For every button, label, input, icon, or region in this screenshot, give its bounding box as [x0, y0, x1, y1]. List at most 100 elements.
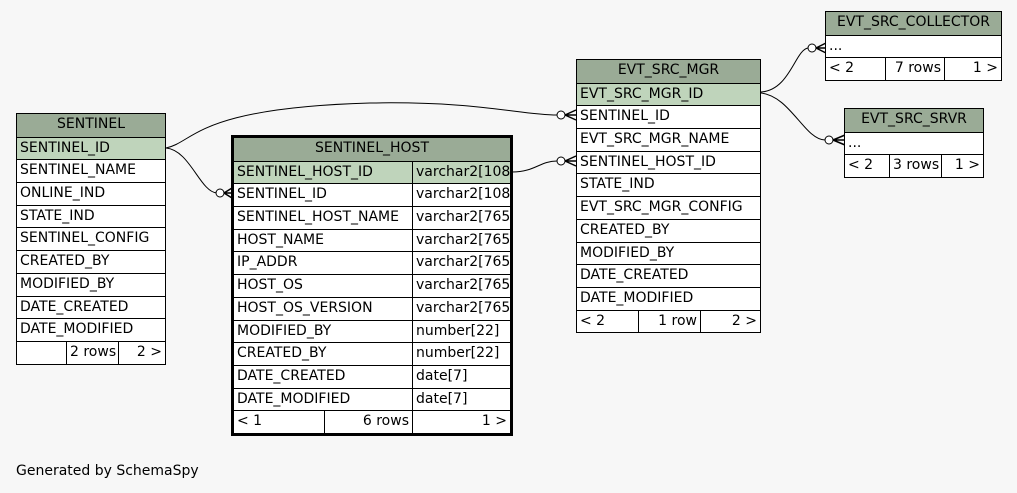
children-count-link[interactable]: 1 >: [941, 155, 983, 178]
primary-key-column-row[interactable]: SENTINEL_ID: [17, 136, 165, 160]
column-name: CREATED_BY: [237, 345, 327, 362]
column-name: DATE_CREATED: [20, 298, 129, 315]
children-count-link[interactable]: 1 >: [944, 58, 1001, 81]
table-header[interactable]: SENTINEL: [17, 114, 165, 137]
column-name: DATE_CREATED: [580, 267, 689, 284]
column-row[interactable]: MODIFIED_BY number[22]: [234, 319, 510, 343]
column-name: EVT_SRC_MGR_ID: [580, 85, 704, 102]
column-name: HOST_OS_VERSION: [237, 299, 373, 316]
column-type: date[7]: [412, 388, 510, 411]
column-name: ONLINE_IND: [20, 185, 106, 202]
table-header[interactable]: EVT_SRC_COLLECTOR: [826, 12, 1001, 35]
parents-count-link[interactable]: < 2: [580, 312, 606, 329]
column-row[interactable]: SENTINEL_ID: [577, 105, 760, 128]
primary-key-column-row[interactable]: SENTINEL_HOST_ID varchar2[108]: [234, 160, 510, 184]
column-name: DATE_MODIFIED: [20, 321, 134, 338]
column-row[interactable]: SENTINEL_NAME: [17, 159, 165, 182]
children-count-link[interactable]: 1 >: [412, 411, 510, 433]
edge-sentinel-host-to-evt-src-mgr: [511, 155, 577, 173]
column-name: SENTINEL_CONFIG: [20, 230, 150, 247]
table-sentinel-host[interactable]: SENTINEL_HOST SENTINEL_HOST_ID varchar2[10…: [231, 135, 513, 436]
table-evt-src-mgr[interactable]: EVT_SRC_MGR EVT_SRC_MGR_ID SENTINEL_ID EVT_…: [576, 59, 761, 334]
column-row[interactable]: HOST_OS_VERSION varchar2[765]: [234, 296, 510, 320]
column-name: EVT_SRC_MGR_NAME: [580, 131, 730, 148]
column-row[interactable]: DATE_CREATED date[7]: [234, 364, 510, 388]
column-name: MODIFIED_BY: [237, 322, 332, 339]
column-row[interactable]: ...: [826, 34, 1001, 58]
row-count: 6 rows: [324, 411, 412, 433]
column-row[interactable]: DATE_CREATED: [577, 264, 760, 287]
edge-sentinel-to-evt-src-mgr: [165, 102, 577, 149]
children-count-link[interactable]: 2 >: [118, 341, 165, 364]
column-type: number[22]: [412, 343, 510, 365]
primary-key-column-row[interactable]: EVT_SRC_MGR_ID: [577, 82, 760, 106]
column-row[interactable]: STATE_IND: [17, 204, 165, 228]
parents-count-link[interactable]: < 2: [848, 157, 874, 174]
row-count: 2 rows: [66, 341, 118, 364]
column-row[interactable]: CREATED_BY: [577, 218, 760, 242]
column-name: STATE_IND: [20, 207, 95, 224]
column-name: ...: [829, 37, 843, 54]
parents-count-link[interactable]: < 1: [237, 413, 263, 430]
table-header[interactable]: EVT_SRC_SRVR: [845, 109, 983, 132]
column-row[interactable]: ...: [845, 131, 983, 155]
column-name: CREATED_BY: [580, 221, 670, 238]
column-row[interactable]: SENTINEL_CONFIG: [17, 227, 165, 250]
column-type: date[7]: [412, 365, 510, 388]
parents-count-link[interactable]: < 2: [829, 60, 855, 77]
column-row[interactable]: EVT_SRC_MGR_CONFIG: [577, 196, 760, 219]
column-type: varchar2[765]: [412, 297, 510, 320]
column-row[interactable]: DATE_CREATED: [17, 295, 165, 319]
column-row[interactable]: SENTINEL_ID varchar2[108]: [234, 183, 510, 207]
column-row[interactable]: ONLINE_IND: [17, 182, 165, 205]
edge-sentinel-to-sentinel-host: [165, 147, 233, 199]
children-count-link[interactable]: 2 >: [700, 310, 760, 333]
column-row[interactable]: HOST_NAME varchar2[765]: [234, 228, 510, 252]
column-name: MODIFIED_BY: [580, 244, 675, 261]
column-type: varchar2[765]: [412, 229, 510, 252]
column-name: HOST_NAME: [237, 231, 324, 248]
column-row[interactable]: MODIFIED_BY: [17, 272, 165, 296]
parents-count-link[interactable]: [17, 342, 66, 364]
column-name: DATE_CREATED: [237, 367, 346, 384]
table-header[interactable]: SENTINEL_HOST: [234, 138, 510, 161]
column-type: varchar2[765]: [412, 207, 510, 229]
column-name: EVT_SRC_MGR_CONFIG: [580, 199, 743, 216]
column-row[interactable]: SENTINEL_HOST_ID: [577, 150, 760, 174]
column-row[interactable]: SENTINEL_HOST_NAME varchar2[765]: [234, 206, 510, 229]
column-name: SENTINEL_NAME: [20, 162, 136, 179]
column-name: ...: [848, 134, 862, 151]
column-name: SENTINEL_ID: [237, 186, 327, 203]
row-count: 1 row: [638, 310, 700, 333]
column-name: SENTINEL_HOST_NAME: [237, 209, 399, 226]
column-name: SENTINEL_HOST_ID: [237, 163, 373, 180]
column-row[interactable]: IP_ADDR varchar2[765]: [234, 251, 510, 275]
column-row[interactable]: CREATED_BY: [17, 250, 165, 273]
row-count: 3 rows: [889, 155, 941, 178]
table-header[interactable]: EVT_SRC_MGR: [577, 60, 760, 83]
column-name: IP_ADDR: [237, 254, 298, 271]
column-row[interactable]: CREATED_BY number[22]: [234, 342, 510, 365]
column-row[interactable]: DATE_MODIFIED: [577, 286, 760, 310]
column-type: number[22]: [412, 320, 510, 343]
column-row[interactable]: STATE_IND: [577, 173, 760, 196]
column-type: varchar2[108]: [412, 161, 510, 184]
column-name: STATE_IND: [580, 176, 655, 193]
column-row[interactable]: MODIFIED_BY: [577, 241, 760, 265]
column-name: MODIFIED_BY: [20, 275, 115, 292]
column-type: varchar2[765]: [412, 252, 510, 275]
column-row[interactable]: EVT_SRC_MGR_NAME: [577, 128, 760, 151]
column-row[interactable]: DATE_MODIFIED: [17, 318, 165, 341]
column-name: DATE_MODIFIED: [580, 289, 694, 306]
column-type: varchar2[108]: [412, 184, 510, 207]
